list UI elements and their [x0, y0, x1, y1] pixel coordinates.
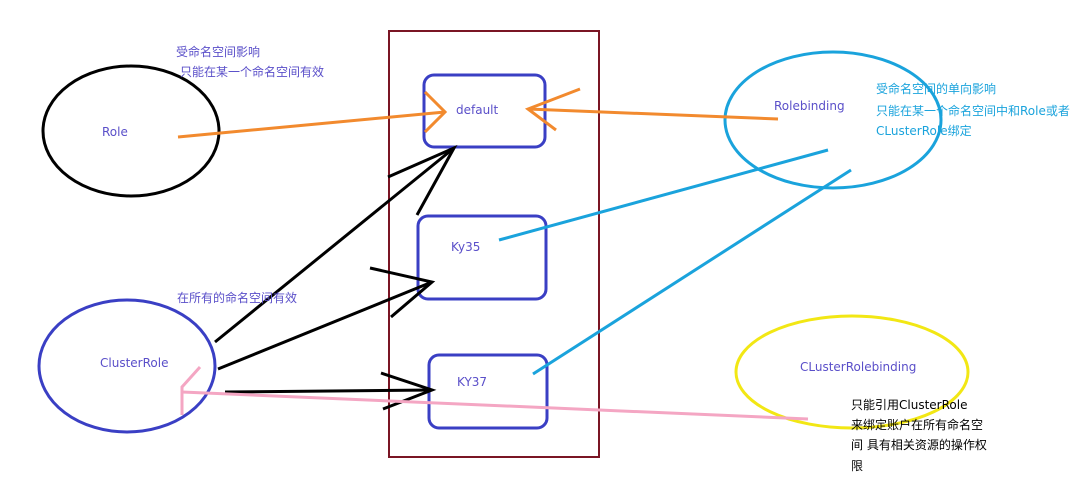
clusterrolebinding-label: CLusterRolebinding	[800, 360, 916, 374]
rolebinding-to-ky37-line	[532, 168, 852, 376]
role-label: Role	[102, 125, 128, 139]
rolebinding-to-ky35-line	[498, 148, 829, 242]
rolebinding-note-line2: 只能在某一个命名空间中和Role或者	[876, 103, 1070, 118]
rolebinding-label: Rolebinding	[774, 99, 845, 113]
rolebinding-note-line3: CLusterRole绑定	[876, 123, 972, 138]
clusterrole-to-ky35-arrow	[217, 266, 436, 371]
role-note-line1: 受命名空间影响	[176, 44, 260, 59]
clusterrole-to-default-arrow	[214, 144, 458, 344]
ky37-box	[427, 353, 549, 430]
role-to-default-arrow	[177, 90, 448, 139]
crb-note-line1: 只能引用ClusterRole	[851, 398, 967, 412]
crb-note-line4: 限	[851, 459, 863, 473]
namespace-container	[388, 30, 600, 458]
default-label: default	[456, 103, 499, 117]
role-ellipse	[41, 64, 221, 198]
clusterrolebinding-ellipse	[734, 314, 970, 430]
rolebinding-note-line1: 受命名空间的单向影响	[876, 81, 996, 96]
clusterrole-label: ClusterRole	[100, 356, 168, 370]
rolebinding-to-default-arrow	[524, 87, 779, 132]
clusterrole-ellipse	[37, 298, 217, 434]
clusterrolebinding-to-clusterrole-line	[180, 365, 809, 421]
crb-note-line2: 来绑定账户在所有命名空	[851, 417, 983, 432]
ky35-label: Ky35	[451, 240, 480, 254]
clusterrole-note: 在所有的命名空间有效	[177, 290, 297, 305]
role-note-line2: 只能在某一个命名空间有效	[180, 64, 324, 79]
clusterrole-to-ky37-arrow	[224, 371, 437, 411]
ky37-label: KY37	[457, 375, 487, 389]
rolebinding-ellipse	[723, 50, 943, 190]
crb-note-line3: 间 具有相关资源的操作权	[851, 437, 987, 452]
ky35-box	[416, 214, 548, 301]
